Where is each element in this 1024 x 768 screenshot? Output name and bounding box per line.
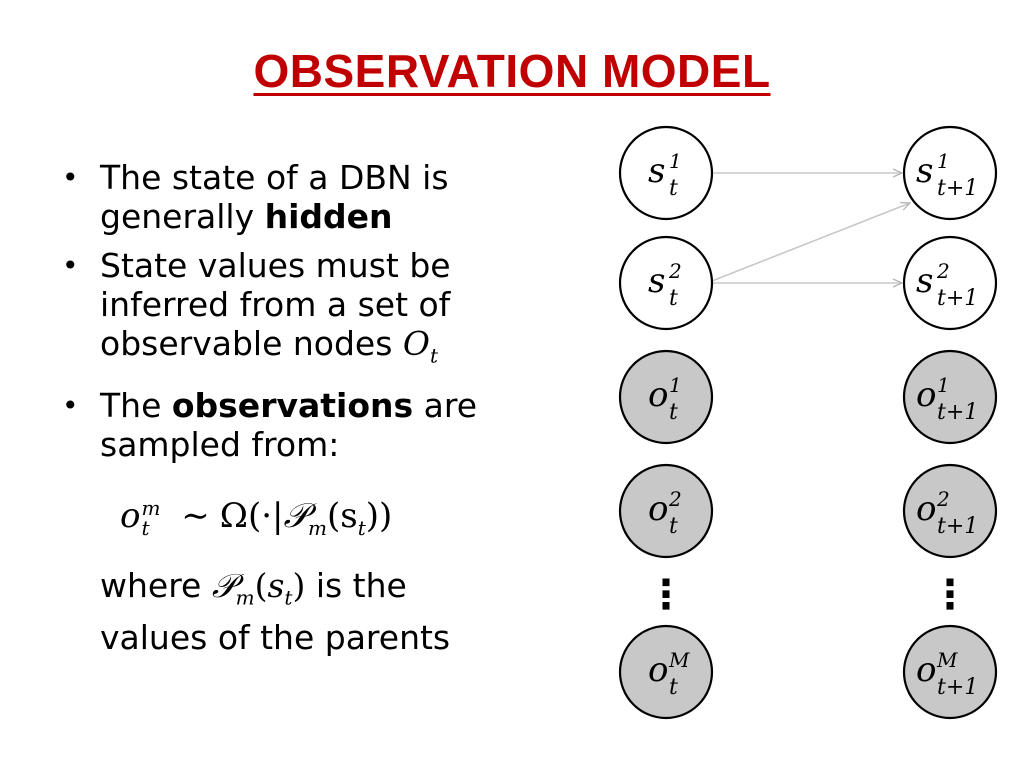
bullet-marker: • [62, 161, 79, 194]
node-label: s [916, 261, 933, 301]
node-label: o [648, 650, 668, 690]
bullet-marker: • [62, 249, 79, 282]
node-subscript: t+1 [937, 286, 978, 311]
slide-title: OBSERVATION MODEL [253, 45, 771, 97]
node-subscript: t [669, 400, 678, 425]
observed-node-circle [618, 624, 714, 720]
node-label: o [916, 489, 936, 529]
node-superscript: M [668, 648, 690, 672]
node-superscript: 1 [669, 149, 682, 173]
observed-node-circle [902, 624, 998, 720]
node-superscript: 1 [669, 373, 682, 397]
node-subscript: t+1 [937, 514, 978, 539]
node-superscript: 1 [937, 373, 950, 397]
node-label: o [648, 375, 668, 415]
ellipsis-right: ⋮ [930, 572, 970, 618]
math-observable-set: Ot [402, 324, 439, 368]
diagram-edges [711, 173, 910, 283]
node-subscript: t [669, 286, 678, 311]
node-superscript: M [936, 648, 958, 672]
bullet-item: • The state of a DBN is generally hidden [56, 158, 526, 236]
hidden-node-circle [618, 235, 714, 331]
math-parents: 𝒫m(tst) [211, 566, 306, 610]
bullet-marker: • [62, 388, 79, 422]
bullet-text: The observations are sampled from: [100, 385, 477, 464]
observed-node-circle [618, 349, 714, 445]
bullet-item: • The observations are sampled from: [56, 386, 526, 464]
node-superscript: 2 [936, 487, 950, 511]
node-superscript: 2 [668, 259, 682, 283]
node-superscript: 2 [668, 487, 682, 511]
node-superscript: 2 [936, 259, 950, 283]
bold-term: observations [171, 385, 414, 425]
node-label: o [916, 375, 936, 415]
node-subscript: t [669, 675, 678, 700]
hidden-node-circle [618, 125, 714, 221]
node-superscript: 1 [937, 149, 950, 173]
edge-s2-s1 [711, 203, 910, 282]
bullet-text: State values must be inferred from a set… [100, 246, 451, 368]
node-label: o [916, 650, 936, 690]
bullet-text: The state of a DBN is generally hidden [100, 158, 449, 236]
ellipsis-left: ⋮ [646, 572, 686, 618]
node-subscript: t+1 [937, 675, 978, 700]
node-subscript: t [669, 514, 678, 539]
node-label: s [648, 261, 665, 301]
observed-node-circle [902, 463, 998, 559]
observed-node-circle [618, 463, 714, 559]
where-text: where 𝒫m(tst) is the values of the paren… [100, 566, 451, 657]
bullet-item: • State values must be inferred from a s… [56, 246, 526, 376]
observed-node-circle [902, 349, 998, 445]
node-subscript: t [669, 176, 678, 201]
node-label: o [648, 489, 668, 529]
node-label: s [916, 151, 933, 191]
bullet-list: • The state of a DBN is generally hidden… [56, 158, 526, 474]
node-label: s [648, 151, 665, 191]
hidden-node-circle [902, 125, 998, 221]
node-subscript: t+1 [937, 176, 978, 201]
hidden-node-circle [902, 235, 998, 331]
node-subscript: t+1 [937, 400, 978, 425]
bold-term: hidden [264, 197, 393, 236]
